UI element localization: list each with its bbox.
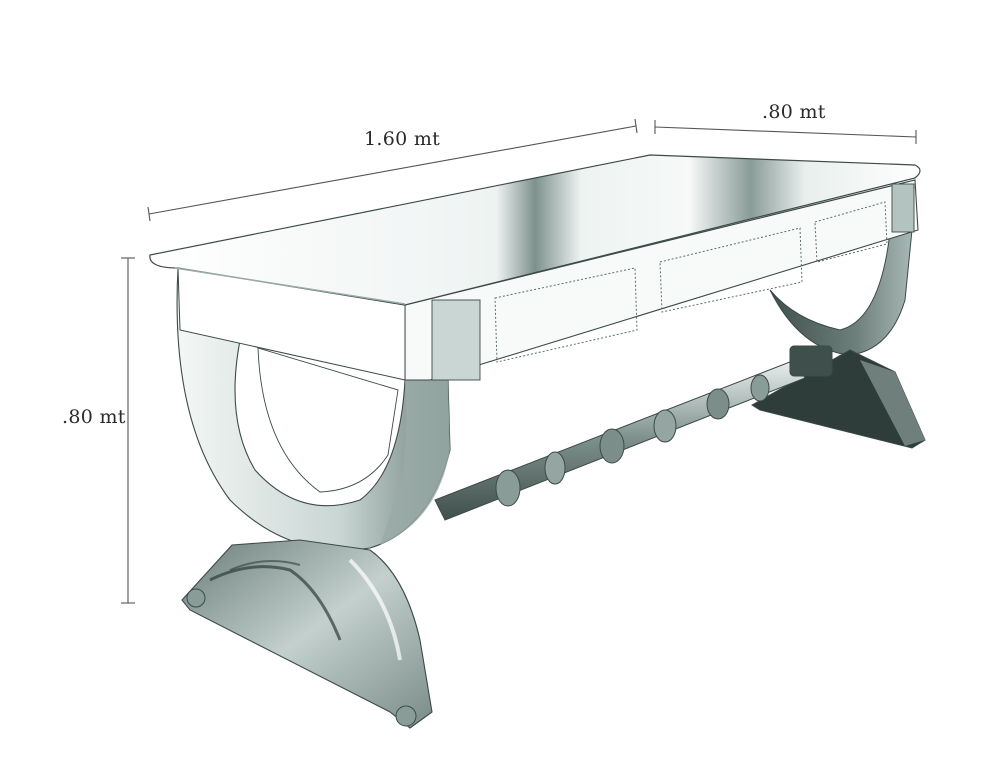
length-label: 1.60 mt xyxy=(364,128,441,150)
stretcher-rail xyxy=(434,345,833,521)
height-dimension-line xyxy=(121,257,135,604)
table-top xyxy=(149,154,921,306)
right-leg xyxy=(751,229,926,449)
depth-label: .80 mt xyxy=(762,101,826,123)
depth-dimension-line xyxy=(654,120,917,144)
left-leg xyxy=(176,266,451,551)
height-label: .80 mt xyxy=(62,406,126,428)
table-apron xyxy=(177,179,919,381)
left-foot xyxy=(181,539,433,729)
length-dimension-line xyxy=(147,118,638,222)
